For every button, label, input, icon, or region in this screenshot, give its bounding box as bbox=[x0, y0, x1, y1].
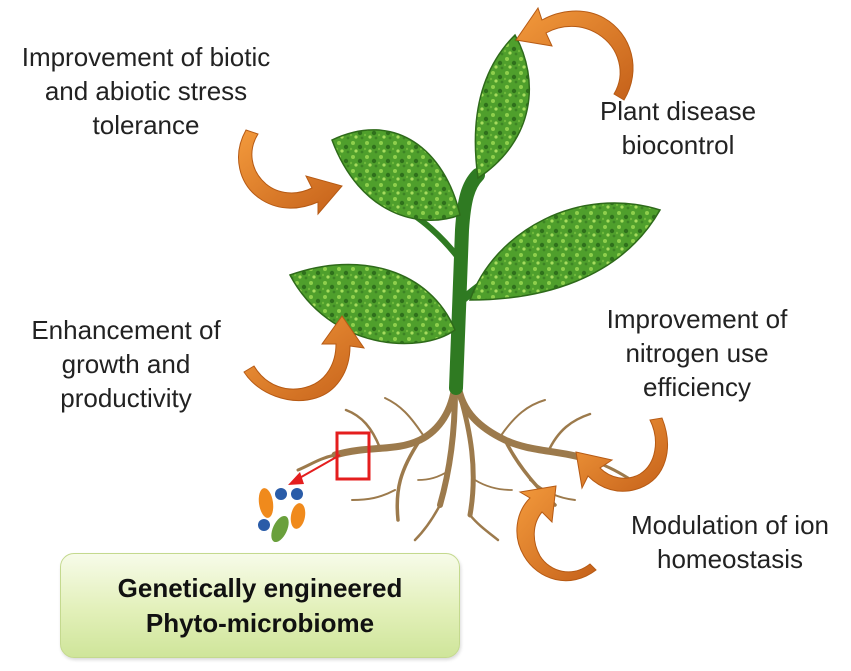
microbe-orange-rod bbox=[258, 488, 274, 518]
callout-text: Genetically engineered Phyto-microbiome bbox=[117, 572, 403, 638]
label-stress-tolerance: Improvement of biotic and abiotic stress… bbox=[21, 42, 271, 140]
arrow-disease-biocontrol-icon bbox=[515, 6, 634, 101]
pointer-arrow-line bbox=[295, 454, 341, 481]
label-ion-homeostasis: Modulation of ion homeostasis bbox=[630, 510, 830, 574]
microbe-blue-coccus bbox=[258, 519, 270, 531]
label-nitrogen-efficiency: Improvement of nitrogen use efficiency bbox=[606, 304, 788, 402]
arrow-nitrogen-efficiency-icon bbox=[575, 417, 668, 492]
benefit-arrows bbox=[238, 6, 668, 582]
leaf-lower-left bbox=[288, 263, 456, 345]
microbe-blue-coccus bbox=[291, 488, 303, 500]
leaf-top bbox=[474, 33, 531, 180]
label-disease-biocontrol: Plant disease biocontrol bbox=[599, 96, 757, 160]
leaf-right bbox=[468, 202, 662, 301]
microbe-green-rod bbox=[271, 515, 289, 543]
phyto-microbiome-callout: Genetically engineered Phyto-microbiome bbox=[60, 553, 460, 658]
pointer-arrowhead-icon bbox=[288, 472, 304, 485]
leaves bbox=[288, 33, 662, 345]
arrow-stress-tolerance-icon bbox=[238, 129, 343, 216]
microbe-blue-coccus bbox=[275, 488, 287, 500]
microbe-orange-rod-right bbox=[290, 503, 306, 529]
arrow-ion-homeostasis-icon bbox=[516, 485, 597, 582]
leaf-upper-left bbox=[331, 129, 461, 221]
label-growth-productivity: Enhancement of growth and productivity bbox=[31, 315, 221, 413]
arrow-growth-productivity-icon bbox=[243, 315, 366, 401]
microbes-cluster bbox=[258, 488, 306, 543]
roots bbox=[296, 381, 630, 542]
